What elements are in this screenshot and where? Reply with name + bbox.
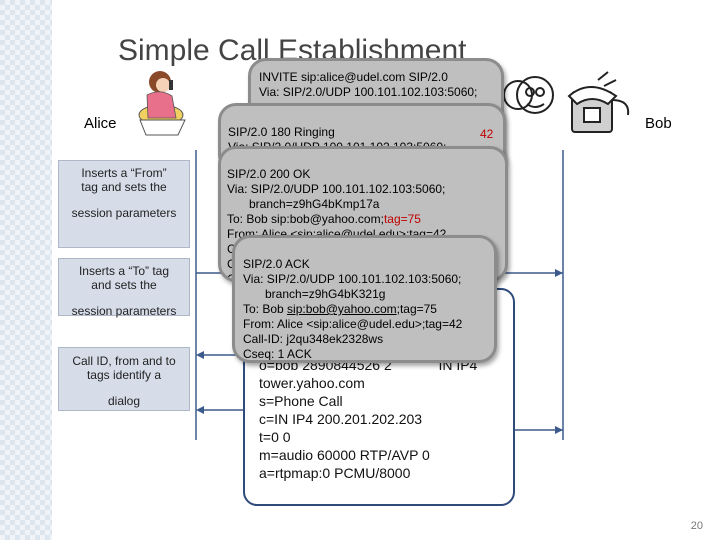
ok-line2: Via: SIP/2.0/UDP 100.101.102.103:5060; <box>227 182 446 196</box>
ok-to-prefix: To: Bob sip:bob@yahoo.com; <box>227 212 384 226</box>
bob-person-icon <box>503 76 554 114</box>
ok-line1: SIP/2.0 200 OK <box>227 167 311 181</box>
ack-line1: SIP/2.0 ACK <box>243 257 310 271</box>
note-dialog-line1: Call ID, from and to <box>72 354 176 368</box>
note-to-tag-line3: session parameters <box>71 304 177 318</box>
invite-line2: Via: SIP/2.0/UDP 100.101.102.103:5060; <box>259 85 478 99</box>
sdp-line-connection: c=IN IP4 200.201.202.203 <box>259 411 423 427</box>
note-from-tag-line1: Inserts a “From” <box>81 166 167 180</box>
bob-label: Bob <box>645 115 672 132</box>
ack-line4: To: Bob sip:bob@yahoo.com;tag=75 <box>243 302 494 317</box>
note-from-tag-line2: tag and sets the <box>81 180 167 194</box>
ack-line7: Cseq: 1 ACK <box>243 347 312 361</box>
ack-line5: From: Alice <sip:alice@udel.edu>;tag=42 <box>243 317 463 331</box>
ok-line4: To: Bob sip:bob@yahoo.com;tag=75 <box>227 212 505 227</box>
note-to-tag: Inserts a “To” tag and sets the session … <box>58 258 190 318</box>
sdp-line-rtpmap: a=rtpmap:0 PCMU/8000 <box>259 465 411 481</box>
sdp-line-host: tower.yahoo.com <box>259 375 365 391</box>
page-number: 20 <box>690 520 703 532</box>
left-decorative-band <box>0 0 52 540</box>
note-dialog-line2: tags identify a <box>86 368 162 382</box>
note-dialog: Call ID, from and to tags identify a dia… <box>58 347 190 411</box>
ok-line3: branch=z9hG4bKmp17a <box>249 197 380 211</box>
ack-to-prefix: To: Bob <box>243 302 288 316</box>
ringing-line1: SIP/2.0 180 Ringing <box>228 125 335 139</box>
note-from-tag-line3: session parameters <box>71 206 177 220</box>
alice-label: Alice <box>84 115 117 132</box>
alice-person-icon <box>138 71 186 136</box>
note-from-tag: Inserts a “From” tag and sets the sessio… <box>58 160 190 248</box>
ack-line6: Call-ID: j2qu348ek2328ws <box>243 332 384 346</box>
ack-line3: branch=z9hG4bK321g <box>265 287 386 301</box>
ack-line2: Via: SIP/2.0/UDP 100.101.102.103:5060; <box>243 272 462 286</box>
ack-to-link[interactable]: sip:bob@yahoo.com <box>287 302 397 316</box>
note-dialog-line3: dialog <box>107 394 141 408</box>
note-to-tag-line2: and sets the <box>91 278 157 292</box>
ack-message-callout: SIP/2.0 ACK Via: SIP/2.0/UDP 100.101.102… <box>232 235 497 363</box>
note-to-tag-line1: Inserts a “To” tag <box>78 264 170 278</box>
sdp-line-media: m=audio 60000 RTP/AVP 0 <box>259 447 430 463</box>
ok-line7: C <box>227 257 505 272</box>
ringing-tag-fragment: 42 <box>480 127 494 141</box>
sdp-line-session: s=Phone Call <box>259 393 343 409</box>
ok-line8: C <box>227 272 505 279</box>
ok-to-tag: tag=75 <box>383 212 421 226</box>
sdp-line-time: t=0 0 <box>259 429 291 445</box>
invite-line1: INVITE sip:alice@udel.com SIP/2.0 <box>259 70 448 84</box>
telephone-icon <box>567 71 630 133</box>
ack-to-suffix: ;tag=75 <box>396 302 437 316</box>
